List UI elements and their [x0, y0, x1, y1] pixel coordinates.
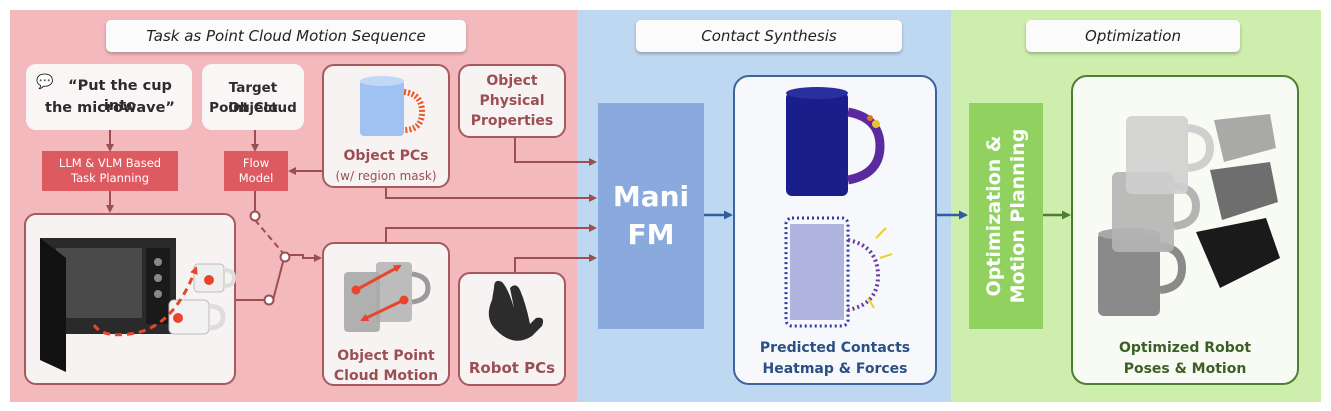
physical-properties-card — [458, 64, 566, 138]
arrow-switch-to-motion — [286, 254, 322, 262]
physical-line3: Properties — [470, 113, 554, 129]
instruction-line1: “Put the cup into — [68, 78, 172, 114]
flow-model-box: Flow Model — [224, 151, 288, 191]
result-line2: Poses & Motion — [1123, 361, 1247, 377]
switch-node-middle — [279, 251, 291, 263]
flow-line2: Model — [238, 171, 274, 185]
contacts-line2: Heatmap & Forces — [762, 361, 908, 377]
instruction-card — [26, 64, 192, 130]
motion-line1: Object Point — [337, 348, 435, 364]
task-arrows — [106, 130, 597, 301]
optimized-motion-image — [1098, 114, 1280, 316]
llm-line1: LLM & VLM Based — [58, 156, 162, 170]
switch-dashed-line — [254, 219, 284, 254]
physical-line2: Physical — [479, 93, 545, 109]
robot-hand-image — [488, 280, 544, 341]
manifm-line2: FM — [627, 218, 675, 251]
contacts-line1: Predicted Contacts — [759, 340, 911, 356]
llm-line2: Task Planning — [70, 171, 149, 185]
task-header: Task as Point Cloud Motion Sequence — [106, 20, 466, 52]
robot-pcs-label: Robot PCs — [468, 359, 556, 377]
motion-line2: Cloud Motion — [333, 368, 439, 384]
microwave-scene-image — [40, 238, 237, 372]
speech-bubble-icon: 💬 — [36, 74, 54, 90]
result-line1: Optimized Robot — [1118, 340, 1252, 356]
switch-lower-line — [272, 261, 284, 301]
target-line1: Target Object — [228, 80, 278, 116]
manifm-line1: Mani — [612, 180, 690, 213]
arrow-motion-to-manifm — [385, 224, 597, 242]
object-pcs-line1: Object PCs — [343, 148, 429, 164]
switch-node-top — [249, 210, 261, 222]
arrow-physical-to-manifm — [514, 138, 597, 166]
optimization-module-box — [969, 103, 1043, 329]
switch-node-bottom — [263, 294, 275, 306]
contact-forces-image — [784, 216, 893, 328]
manifm-box: Mani FM — [598, 103, 704, 329]
llm-planning-box: LLM & VLM Based Task Planning — [42, 151, 178, 191]
target-line2: Point Cloud — [209, 100, 297, 116]
arrow-objectpcs-to-manifm — [385, 188, 597, 202]
target-object-card — [202, 64, 304, 130]
optimization-header: Optimization — [1026, 20, 1240, 52]
contact-header: Contact Synthesis — [636, 20, 902, 52]
object-motion-image — [344, 262, 431, 332]
contact-heatmap-image — [786, 87, 885, 196]
flow-line1: Flow — [242, 156, 270, 170]
instruction-line2: the microwave” — [45, 100, 175, 116]
physical-line1: Object — [486, 73, 538, 89]
object-pcs-line2: (w/ region mask) — [335, 169, 437, 183]
arrow-robot-to-manifm — [514, 254, 597, 272]
object-pcs-mug-image — [360, 76, 426, 136]
